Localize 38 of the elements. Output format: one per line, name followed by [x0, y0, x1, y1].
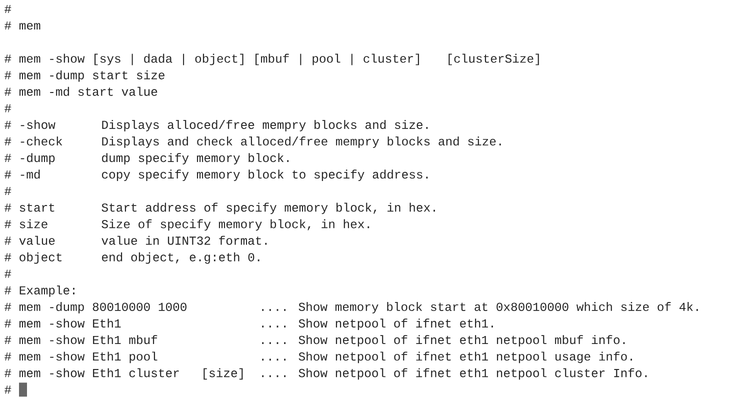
option-description: Displays alloced/free mempry blocks and size. — [102, 120, 428, 132]
command-text: # mem -md start value — [4, 86, 158, 96]
command-text: # -md — [4, 170, 40, 179]
option-description: Displays and check alloced/free mempry blocks and size. — [102, 136, 501, 148]
command-text: # mem -show [sys | dada | object] [mbuf | pool | cluster] — [4, 54, 419, 66]
command-text: # — [4, 4, 12, 13]
command-text: # — [4, 104, 12, 112]
command-text: # mem -show Eth1 cluster — [4, 368, 179, 378]
example-description: .... Show memory block start at 0x80010000 which size of 4k. — [262, 302, 698, 314]
command-text: # mem -show Eth1 mbuf — [4, 335, 158, 344]
argument-text: [clusterSize] — [448, 54, 539, 66]
command-text: # — [4, 386, 12, 394]
option-description: dump specify memory block. — [102, 153, 289, 164]
command-text: # mem -show Eth1 — [4, 318, 121, 328]
command-text: # object — [4, 252, 62, 264]
example-description: .... Show netpool of ifnet eth1 netpool cluster Info. — [262, 368, 647, 380]
command-text: # mem -dump 80010000 1000 — [4, 302, 186, 314]
command-text: # mem -show Eth1 pool — [4, 352, 158, 364]
option-description: end object, e.g:eth 0. — [102, 252, 260, 264]
command-text: # mem -dump start size — [4, 70, 164, 82]
command-text: # — [4, 187, 12, 196]
option-description: value in UINT32 format. — [102, 236, 267, 245]
option-description: Size of specify memory block, in hex. — [102, 219, 370, 231]
example-description: .... Show netpool of ifnet eth1. — [262, 318, 493, 330]
command-text: # size — [4, 219, 48, 228]
option-description: copy specify memory block to specify address. — [102, 170, 428, 182]
option-description: Start address of specify memory block, in hex. — [102, 202, 435, 214]
command-text: # -check — [4, 136, 62, 146]
command-text: # value — [4, 236, 55, 245]
command-text: # mem — [4, 22, 40, 30]
argument-text: [size] — [204, 368, 243, 380]
command-text: # — [4, 270, 12, 278]
example-description: .... Show netpool of ifnet eth1 netpool usage info. — [262, 352, 632, 364]
command-text: # Example: — [4, 286, 74, 297]
command-text: # -show — [4, 120, 56, 129]
command-text: # -dump — [4, 153, 55, 164]
example-description: .... Show netpool of ifnet eth1 netpool mbuf info. — [262, 335, 625, 347]
command-text: # start — [4, 203, 54, 212]
